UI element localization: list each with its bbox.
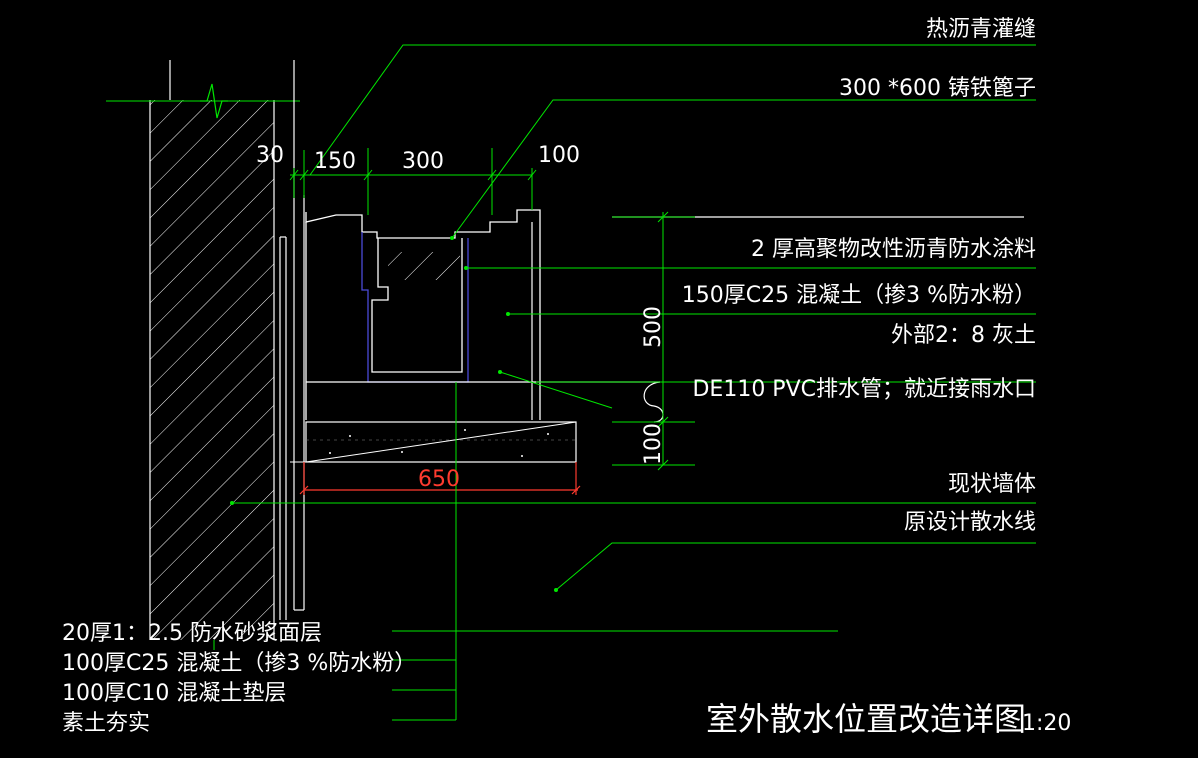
dimension-lines (289, 148, 695, 471)
callouts-left: 20厚1：2.5 防水砂浆面层 100厚C25 混凝土（掺3 %防水粉） 100… (62, 621, 416, 736)
callout-original-apron-line: 原设计散水线 (904, 510, 1036, 535)
callout-hot-asphalt-joint: 热沥青灌缝 (926, 17, 1036, 42)
layer-c25-concrete: 100厚C25 混凝土（掺3 %防水粉） (62, 651, 416, 676)
callouts-right: 热沥青灌缝 300 *600 铸铁篦子 2 厚高聚物改性沥青防水涂料 150厚C… (682, 17, 1036, 535)
dimension-650 (299, 462, 581, 495)
dim-100-side: 100 (641, 423, 666, 465)
dim-500: 500 (641, 306, 666, 348)
layer-compacted-soil: 素土夯实 (62, 711, 150, 736)
base-slab (290, 421, 577, 463)
drawing-scale: 1:20 (1022, 711, 1071, 736)
existing-wall (106, 60, 300, 650)
drain-channel (305, 209, 664, 423)
callout-lime-soil: 外部2：8 灰土 (891, 323, 1036, 348)
callout-existing-wall: 现状墙体 (948, 472, 1036, 497)
dim-30: 30 (256, 143, 284, 168)
callout-pvc-pipe: DE110 PVC排水管；就近接雨水口 (692, 377, 1036, 402)
dim-100-top: 100 (538, 143, 580, 168)
callout-cast-iron-grate: 300 *600 铸铁篦子 (839, 76, 1036, 101)
dim-300: 300 (402, 149, 444, 174)
dim-150: 150 (314, 149, 356, 174)
wall-face-lines (279, 60, 305, 620)
leader-lines (232, 44, 1036, 721)
callout-c25-concrete: 150厚C25 混凝土（掺3 %防水粉） (682, 283, 1036, 308)
drawing-title: 室外散水位置改造详图 (706, 700, 1026, 738)
leader-dots (230, 236, 558, 592)
dim-650: 650 (418, 467, 460, 492)
callout-waterproof-coating: 2 厚高聚物改性沥青防水涂料 (751, 237, 1036, 262)
layer-mortar-surface: 20厚1：2.5 防水砂浆面层 (62, 621, 322, 646)
layer-c10-cushion: 100厚C10 混凝土垫层 (62, 681, 286, 706)
